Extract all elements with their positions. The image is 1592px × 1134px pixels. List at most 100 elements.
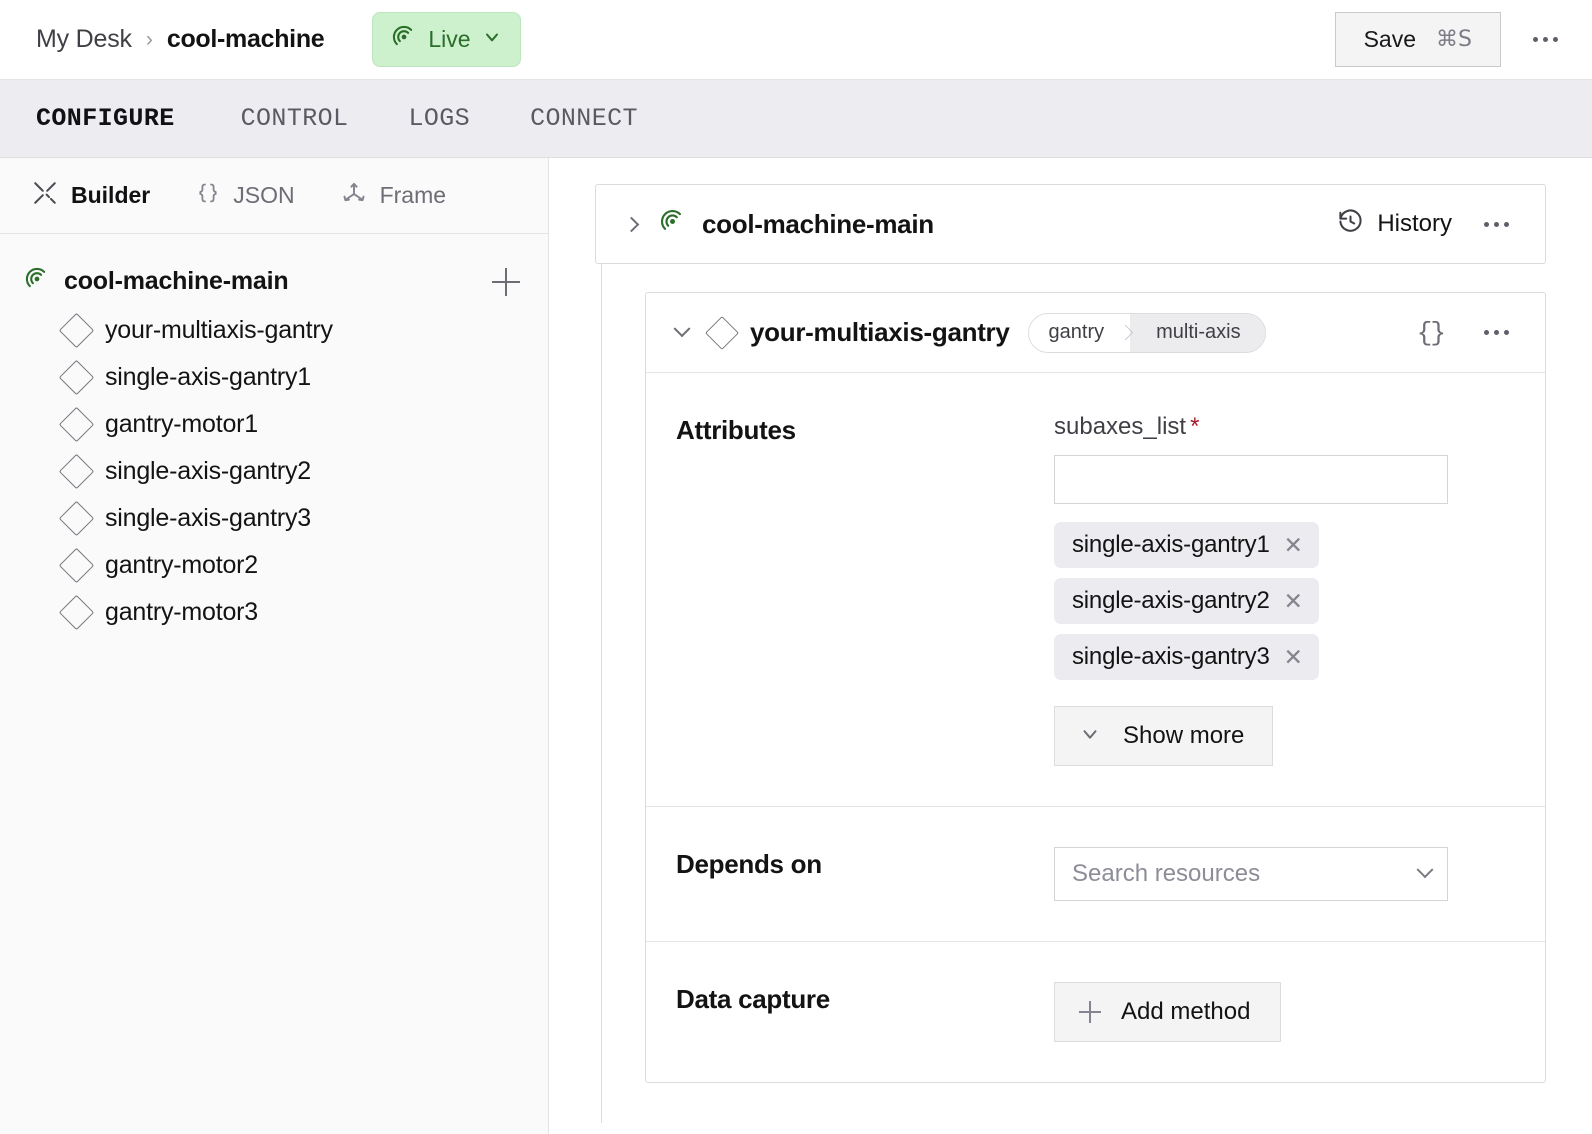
braces-icon: [196, 180, 220, 211]
data-capture-label: Data capture: [676, 982, 1054, 1042]
sidebar-mode-builder[interactable]: Builder: [32, 180, 196, 211]
sidebar: Builder JSON: [0, 158, 549, 1134]
plus-icon[interactable]: [492, 267, 522, 297]
chevron-down-icon[interactable]: [674, 320, 691, 337]
chip-label: single-axis-gantry2: [1072, 587, 1270, 615]
tree-guide-line: [601, 264, 602, 1123]
tree-item-label: gantry-motor3: [105, 598, 258, 627]
depends-on-content: Search resources: [1054, 847, 1515, 901]
resource-tree: cool-machine-main your-multiaxis-gantry …: [0, 234, 548, 636]
ellipsis-icon: [1494, 222, 1499, 227]
add-method-button[interactable]: Add method: [1054, 982, 1281, 1042]
breadcrumb: My Desk › cool-machine: [36, 25, 324, 54]
breadcrumb-current: cool-machine: [167, 25, 325, 54]
ellipsis-icon: [1484, 330, 1489, 335]
depends-on-label: Depends on: [676, 847, 1054, 901]
close-icon[interactable]: ✕: [1284, 534, 1303, 557]
tree-item-gantry-motor3[interactable]: gantry-motor3: [0, 589, 548, 636]
resource-card-wrapper: your-multiaxis-gantry gantry multi-axis …: [595, 292, 1546, 1083]
resource-model-label: multi-axis: [1156, 321, 1240, 344]
breadcrumb-separator-icon: ›: [146, 28, 153, 52]
plus-icon: [1079, 1001, 1101, 1023]
sidebar-mode-frame[interactable]: Frame: [341, 180, 492, 211]
tab-logs[interactable]: LOGS: [378, 80, 500, 158]
ellipsis-icon: [1553, 37, 1558, 42]
chevron-right-icon[interactable]: [624, 216, 640, 232]
main-panel: cool-machine-main History: [549, 158, 1592, 1134]
axes-icon: [341, 180, 367, 211]
tree-root-label: cool-machine-main: [64, 267, 288, 296]
subaxes-chip-list: single-axis-gantry1 ✕ single-axis-gantry…: [1054, 522, 1515, 680]
topbar-overflow-menu-button[interactable]: [1523, 29, 1568, 50]
sidebar-mode-json[interactable]: JSON: [196, 180, 340, 211]
ellipsis-icon: [1504, 222, 1509, 227]
tree-item-gantry-motor2[interactable]: gantry-motor2: [0, 542, 548, 589]
resource-type-pill: gantry multi-axis: [1028, 313, 1266, 353]
depends-on-placeholder: Search resources: [1072, 860, 1260, 888]
tree-item-single-axis-gantry3[interactable]: single-axis-gantry3: [0, 495, 548, 542]
tree-item-label: single-axis-gantry3: [105, 504, 311, 533]
subaxes-list-input[interactable]: [1054, 455, 1448, 504]
resource-api-segment: gantry: [1029, 314, 1131, 352]
tree-item-single-axis-gantry2[interactable]: single-axis-gantry2: [0, 448, 548, 495]
show-more-button[interactable]: Show more: [1054, 706, 1273, 766]
resource-card-header: your-multiaxis-gantry gantry multi-axis …: [646, 293, 1545, 373]
history-button[interactable]: History: [1337, 208, 1452, 240]
attributes-label: Attributes: [676, 413, 1054, 766]
depends-on-select[interactable]: Search resources: [1054, 847, 1448, 901]
resource-card-your-multiaxis-gantry: your-multiaxis-gantry gantry multi-axis …: [645, 292, 1546, 1083]
close-icon[interactable]: ✕: [1284, 590, 1303, 613]
tree-item-label: single-axis-gantry2: [105, 457, 311, 486]
live-status-dropdown[interactable]: Live: [372, 12, 520, 67]
close-icon[interactable]: ✕: [1284, 646, 1303, 669]
ellipsis-icon: [1504, 330, 1509, 335]
attributes-content: subaxes_list* single-axis-gantry1 ✕ sing…: [1054, 413, 1515, 766]
tree-item-label: single-axis-gantry1: [105, 363, 311, 392]
attributes-section: Attributes subaxes_list* single-axis-gan…: [646, 373, 1545, 806]
radar-icon: [24, 266, 50, 297]
subaxes-list-label-text: subaxes_list: [1054, 413, 1186, 440]
tab-configure[interactable]: CONFIGURE: [36, 80, 211, 158]
tree-item-your-multiaxis-gantry[interactable]: your-multiaxis-gantry: [0, 307, 548, 354]
resource-card-overflow-menu-button[interactable]: [1474, 322, 1519, 343]
tools-icon: [32, 180, 58, 211]
braces-icon[interactable]: {}: [1403, 318, 1458, 348]
ellipsis-icon: [1543, 37, 1548, 42]
sidebar-mode-switcher: Builder JSON: [0, 158, 548, 234]
diamond-icon: [59, 313, 94, 348]
show-more-label: Show more: [1123, 722, 1244, 750]
diamond-icon: [705, 316, 739, 350]
subaxes-list-label: subaxes_list*: [1054, 413, 1515, 441]
tree-item-gantry-motor1[interactable]: gantry-motor1: [0, 401, 548, 448]
machine-card-overflow-menu-button[interactable]: [1474, 214, 1519, 235]
resource-card-title: your-multiaxis-gantry: [750, 317, 1010, 348]
main-tab-bar: CONFIGURE CONTROL LOGS CONNECT: [0, 80, 1592, 158]
clock-rewind-icon: [1337, 208, 1364, 240]
history-button-label: History: [1377, 210, 1452, 238]
chevron-down-icon: [1079, 723, 1101, 750]
add-method-label: Add method: [1121, 998, 1250, 1026]
tree-item-label: gantry-motor1: [105, 410, 258, 439]
tree-root-cool-machine-main[interactable]: cool-machine-main: [0, 256, 548, 307]
tree-item-single-axis-gantry1[interactable]: single-axis-gantry1: [0, 354, 548, 401]
data-capture-section: Data capture Add method: [646, 941, 1545, 1082]
sidebar-mode-frame-label: Frame: [380, 182, 446, 209]
save-button[interactable]: Save ⌘S: [1335, 12, 1501, 67]
required-marker: *: [1190, 413, 1199, 440]
top-bar: My Desk › cool-machine Live Save ⌘S: [0, 0, 1592, 80]
depends-on-section: Depends on Search resources: [646, 806, 1545, 941]
chip-label: single-axis-gantry3: [1072, 643, 1270, 671]
tree-item-label: your-multiaxis-gantry: [105, 316, 333, 345]
body-split: Builder JSON: [0, 158, 1592, 1134]
sidebar-mode-json-label: JSON: [233, 182, 294, 209]
tab-control[interactable]: CONTROL: [211, 80, 379, 158]
diamond-icon: [59, 548, 94, 583]
ellipsis-icon: [1484, 222, 1489, 227]
breadcrumb-root-link[interactable]: My Desk: [36, 25, 132, 54]
machine-card-title: cool-machine-main: [702, 209, 934, 240]
radar-icon: [391, 24, 417, 55]
machine-card: cool-machine-main History: [595, 184, 1546, 264]
tab-connect[interactable]: CONNECT: [500, 80, 668, 158]
resource-model-segment: multi-axis: [1130, 314, 1264, 352]
chevron-down-icon: [482, 27, 502, 52]
